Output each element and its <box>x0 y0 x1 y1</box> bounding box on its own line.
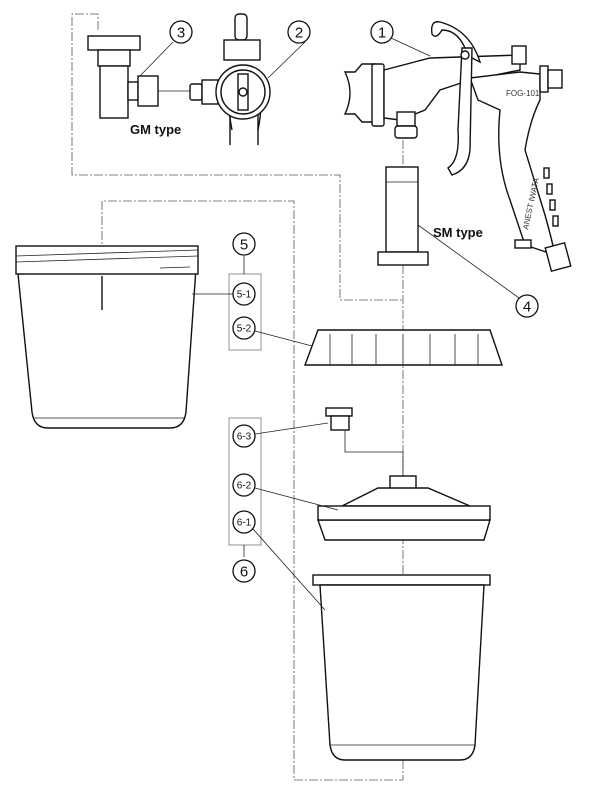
part-1-sm-spray-gun: FOG-101 ANEST IWATA <box>343 21 572 273</box>
svg-text:3: 3 <box>177 25 185 42</box>
callout-6-2: 6-2 <box>232 473 256 497</box>
svg-text:4: 4 <box>523 299 531 316</box>
callout-6: 6 <box>232 559 256 583</box>
leader-lines <box>139 37 520 611</box>
part-6-3-plug <box>325 407 404 478</box>
svg-text:6-2: 6-2 <box>237 481 252 492</box>
part-5-1-cup <box>15 245 199 429</box>
svg-text:6: 6 <box>240 564 248 581</box>
callout-2: 2 <box>287 20 311 44</box>
svg-text:6-1: 6-1 <box>237 518 252 529</box>
part-3-gm-adapter <box>87 35 190 119</box>
assembly-lines <box>71 13 404 781</box>
gun-model-marking: FOG-101 <box>506 89 540 98</box>
callout-4: 4 <box>515 294 539 318</box>
group-6-box <box>228 417 262 546</box>
svg-text:6-3: 6-3 <box>237 432 252 443</box>
group-5-box <box>228 273 262 351</box>
part-5-2-lid <box>303 329 503 366</box>
sm-type-label: SM type <box>433 225 483 240</box>
callout-6-3: 6-3 <box>232 424 256 448</box>
callout-6-1: 6-1 <box>232 510 256 534</box>
callout-1: 1 <box>370 20 394 44</box>
svg-text:5-1: 5-1 <box>237 290 252 301</box>
callout-5-2: 5-2 <box>232 316 256 340</box>
callout-5-1: 5-1 <box>232 282 256 306</box>
part-4-sm-adapter <box>377 166 429 266</box>
callout-5: 5 <box>232 232 256 256</box>
callout-3: 3 <box>169 20 193 44</box>
svg-text:2: 2 <box>295 25 303 42</box>
gm-type-label: GM type <box>130 122 181 137</box>
svg-text:1: 1 <box>378 25 386 42</box>
svg-text:5-2: 5-2 <box>237 324 252 335</box>
grip-ridges <box>543 167 559 227</box>
part-6-2-lid <box>317 475 491 541</box>
part-6-1-cup <box>312 574 491 761</box>
svg-text:5: 5 <box>240 237 248 254</box>
part-2-gm-gun <box>189 13 271 145</box>
